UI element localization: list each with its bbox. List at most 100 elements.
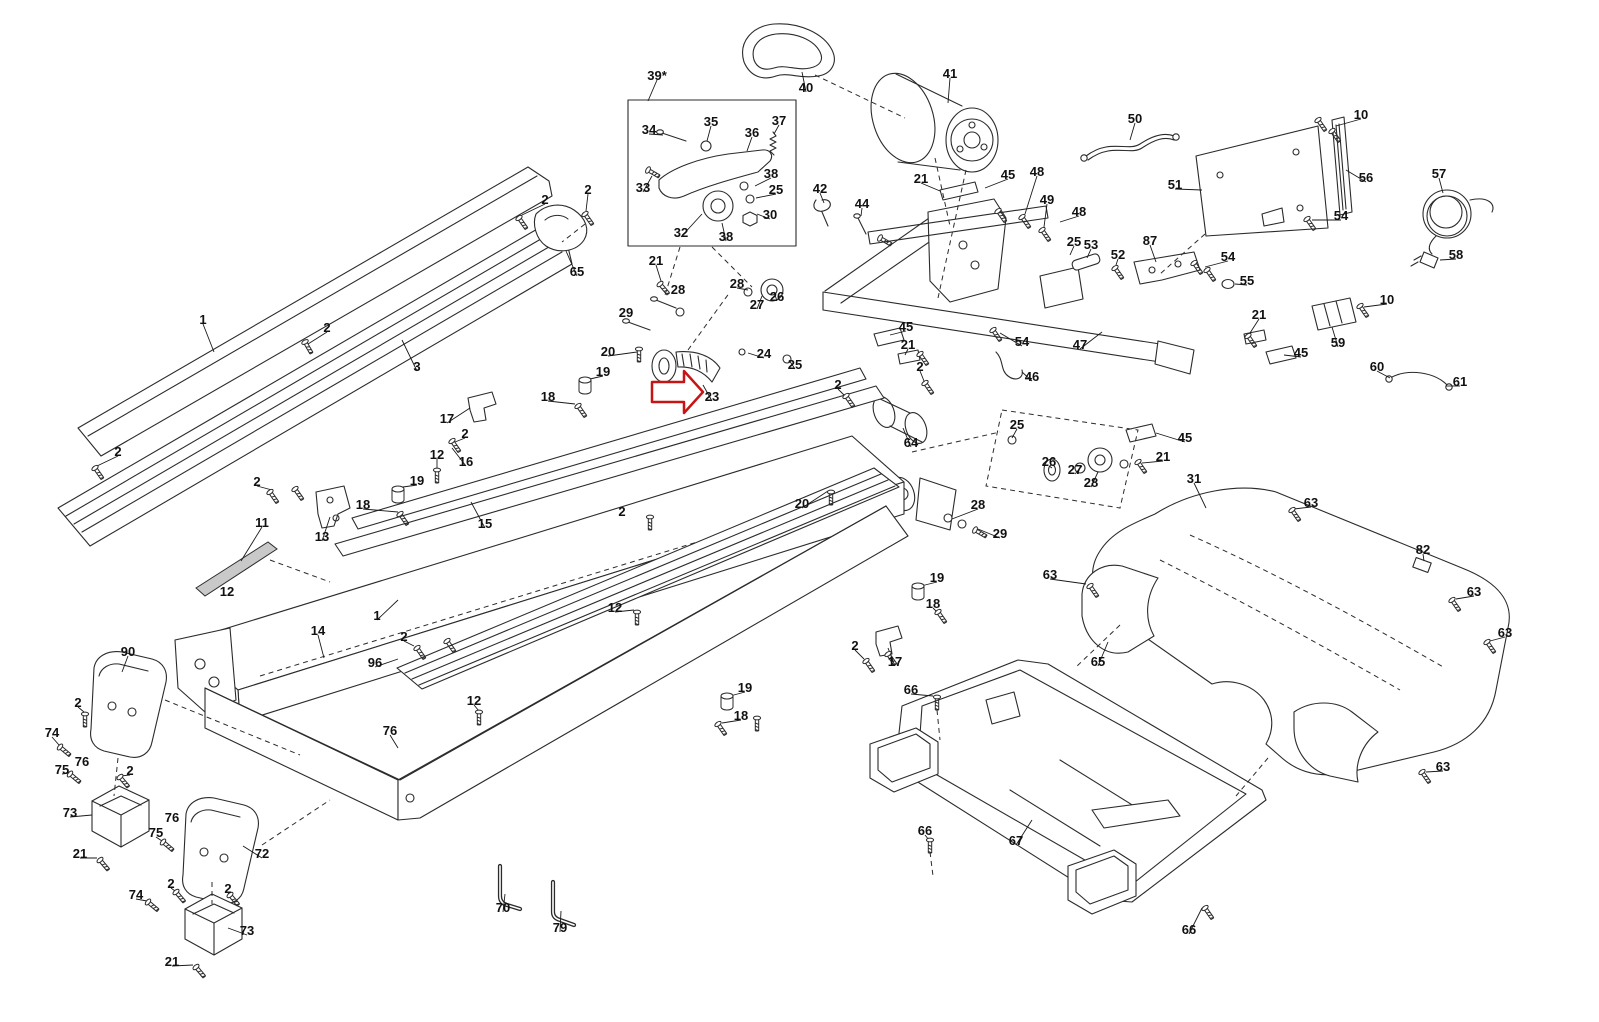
screw-icon [143, 897, 161, 914]
label-leader-line [614, 609, 635, 613]
part-number-label: 17 [440, 411, 454, 426]
cushion-cylinder-icon [720, 692, 734, 711]
label-leader-line [1293, 506, 1312, 510]
screw-icon [90, 463, 106, 482]
label-leader-line [1097, 641, 1109, 667]
part-number-label: 25 [769, 182, 783, 197]
strip-11 [195, 541, 278, 597]
screw-icon [1110, 263, 1126, 282]
label-leader-line [1049, 578, 1087, 585]
part-number-label: 56 [1359, 170, 1373, 185]
bumper-55 [1221, 278, 1235, 290]
part-number-label: 75 [149, 825, 163, 840]
label-leader-line [1174, 188, 1203, 191]
part-number-label: 42 [813, 181, 827, 196]
wire-50 [1080, 133, 1180, 162]
part-number-label: 28 [730, 276, 744, 291]
label-leader-line [589, 375, 604, 380]
allen-wrench-79 [550, 879, 577, 928]
part-number-label: 26 [1042, 454, 1056, 469]
label-leader-line [951, 508, 979, 520]
part-number-label: 74 [129, 887, 144, 902]
part-number-label: 64 [904, 435, 919, 450]
part-number-label: 52 [1111, 247, 1125, 262]
screw-icon [1037, 225, 1053, 244]
left-rail-assembly [57, 166, 588, 547]
part-number-label: 26 [770, 289, 784, 304]
label-leader-line [1425, 770, 1444, 773]
screw-icon [95, 855, 112, 873]
label-leader-line [902, 427, 912, 448]
part-number-label: 45 [1001, 167, 1015, 182]
label-leader-line [756, 213, 771, 220]
label-leader-line [402, 484, 418, 488]
part-number-label: 63 [1467, 584, 1481, 599]
label-leader-line [1335, 118, 1362, 127]
label-leader-line [919, 370, 925, 382]
label-leader-line [51, 736, 60, 746]
label-leader-line [1011, 428, 1018, 439]
part-number-label: 63 [1304, 495, 1318, 510]
part-number-label: 20 [795, 496, 809, 511]
cup-holder-left [869, 727, 939, 793]
label-leader-line [565, 250, 578, 277]
part-number-label: 27 [1068, 462, 1082, 477]
label-leader-line [889, 330, 907, 336]
part-number-label: 55 [1240, 273, 1254, 288]
label-leader-line [470, 501, 486, 529]
part-number-label: 2 [618, 504, 625, 519]
part-number-label: 25 [1067, 234, 1081, 249]
part-number-label: 46 [1025, 369, 1039, 384]
label-leader-line [321, 516, 331, 542]
part-number-label: 73 [63, 805, 77, 820]
label-leader-line [1141, 460, 1164, 464]
label-leader-line [446, 407, 471, 424]
part-number-label: 10 [1354, 107, 1368, 122]
label-leader-line [854, 649, 865, 660]
label-leader-line [374, 658, 399, 668]
part-number-label: 73 [240, 923, 254, 938]
part-number-label: 90 [121, 644, 135, 659]
part-number-label: 21 [1156, 449, 1170, 464]
bottom-frame-76 [204, 505, 909, 821]
label-leader-line [69, 814, 93, 818]
part-number-label: 29 [619, 305, 633, 320]
label-leader-line [736, 287, 749, 291]
screw-icon [1200, 903, 1216, 922]
part-number-label: 67 [1009, 833, 1023, 848]
label-leader-line [403, 640, 415, 647]
part-number-label: 75 [55, 762, 69, 777]
part-number-label: 21 [901, 337, 915, 352]
idler-assembly-right [985, 409, 1139, 509]
part-number-label: 1 [199, 312, 206, 327]
label-leader-line [773, 291, 778, 302]
part-number-label: 19 [410, 473, 424, 488]
idler-bracket-36 [658, 149, 773, 199]
drive-belt-40 [742, 23, 835, 79]
label-leader-line [755, 193, 777, 199]
part-number-label: 72 [255, 846, 269, 861]
part-number-label: 25 [1010, 417, 1024, 432]
part-number-label: 21 [165, 954, 179, 969]
part-number-label: 24 [757, 346, 772, 361]
part-number-label: 36 [745, 125, 759, 140]
pin-44 [857, 217, 867, 235]
label-leader-line [1234, 283, 1248, 286]
controller-board-51 [1195, 116, 1357, 331]
part-number-label: 2 [126, 763, 133, 778]
part-number-label: 35 [704, 114, 718, 129]
label-leader-line [1079, 331, 1103, 350]
part-number-label: 34 [642, 122, 657, 137]
label-leader-line [1331, 326, 1339, 348]
rail-endcap-65 [533, 204, 588, 252]
label-leader-line [155, 836, 163, 842]
part-number-label: 2 [323, 320, 330, 335]
label-leader-line [362, 508, 399, 513]
part-number-label: 19 [596, 364, 610, 379]
label-leader-line [647, 79, 658, 102]
part-number-label: 65 [1091, 654, 1105, 669]
part-number-label: 2 [74, 695, 81, 710]
part-number-label: 23 [705, 389, 719, 404]
part-number-label: 76 [165, 810, 179, 825]
part-number-label: 11 [255, 515, 269, 530]
